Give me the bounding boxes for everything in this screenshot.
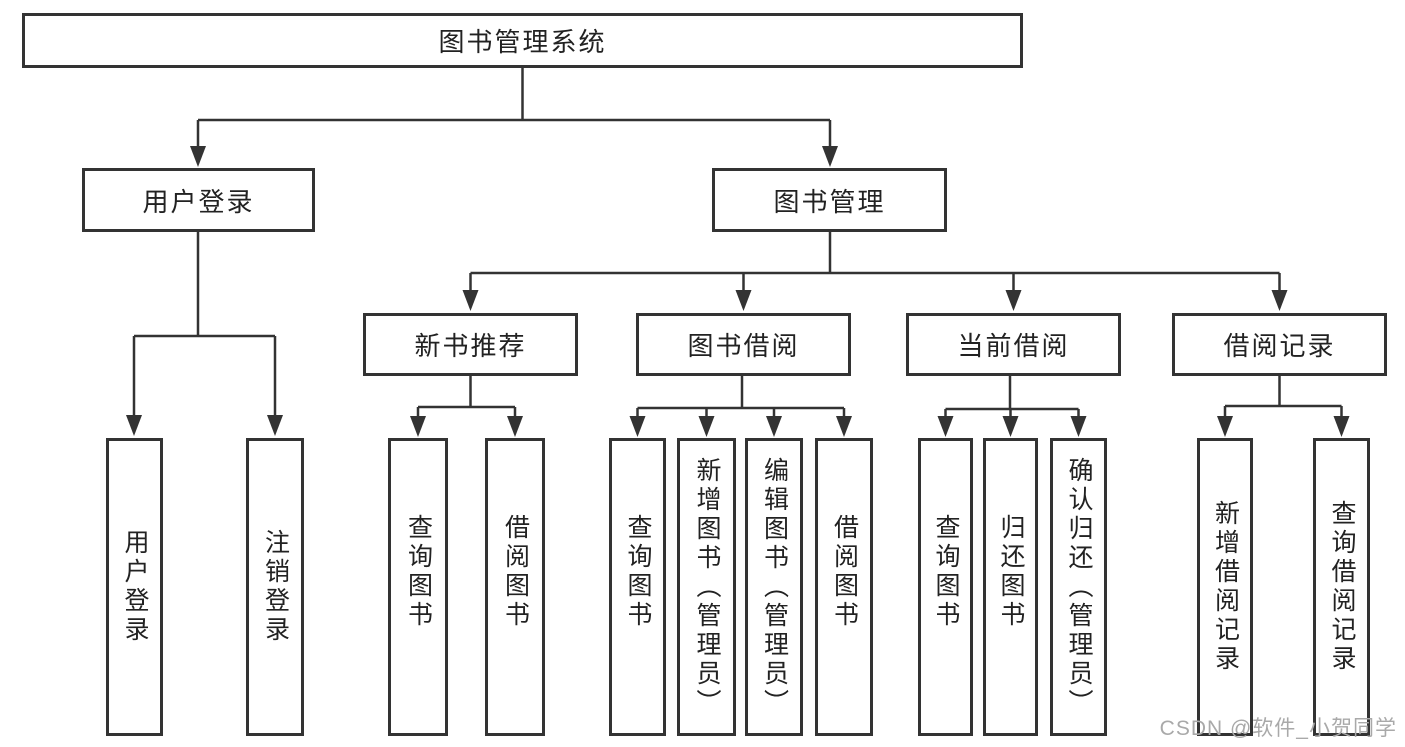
leaf-logout: 注销登录 [246,438,304,736]
node-library-system: 图书管理系统 [22,13,1023,68]
leaf-current-confirm-return-admin: 确认归还（管理员） [1050,438,1107,736]
leaf-borrow-add-books-admin: 新增图书（管理员） [677,438,736,736]
leaf-current-query-books: 查询图书 [918,438,973,736]
leaf-user-login: 用户登录 [106,438,163,736]
leaf-recommend-query-books: 查询图书 [388,438,448,736]
leaf-current-return-books: 归还图书 [983,438,1038,736]
leaf-borrow-query-books: 查询图书 [609,438,666,736]
leaf-borrow-borrow-books: 借阅图书 [815,438,873,736]
leaf-borrow-edit-books-admin: 编辑图书（管理员） [745,438,803,736]
node-book-management: 图书管理 [712,168,947,232]
leaf-records-query-record: 查询借阅记录 [1313,438,1370,736]
node-book-borrowing: 图书借阅 [636,313,851,376]
node-current-borrowing: 当前借阅 [906,313,1121,376]
watermark: CSDN @软件_小贺同学 [1159,717,1397,740]
node-user-login: 用户登录 [82,168,315,232]
leaf-records-add-record: 新增借阅记录 [1197,438,1253,736]
node-new-book-recommend: 新书推荐 [363,313,578,376]
leaf-recommend-borrow-books: 借阅图书 [485,438,545,736]
node-borrowing-records: 借阅记录 [1172,313,1387,376]
